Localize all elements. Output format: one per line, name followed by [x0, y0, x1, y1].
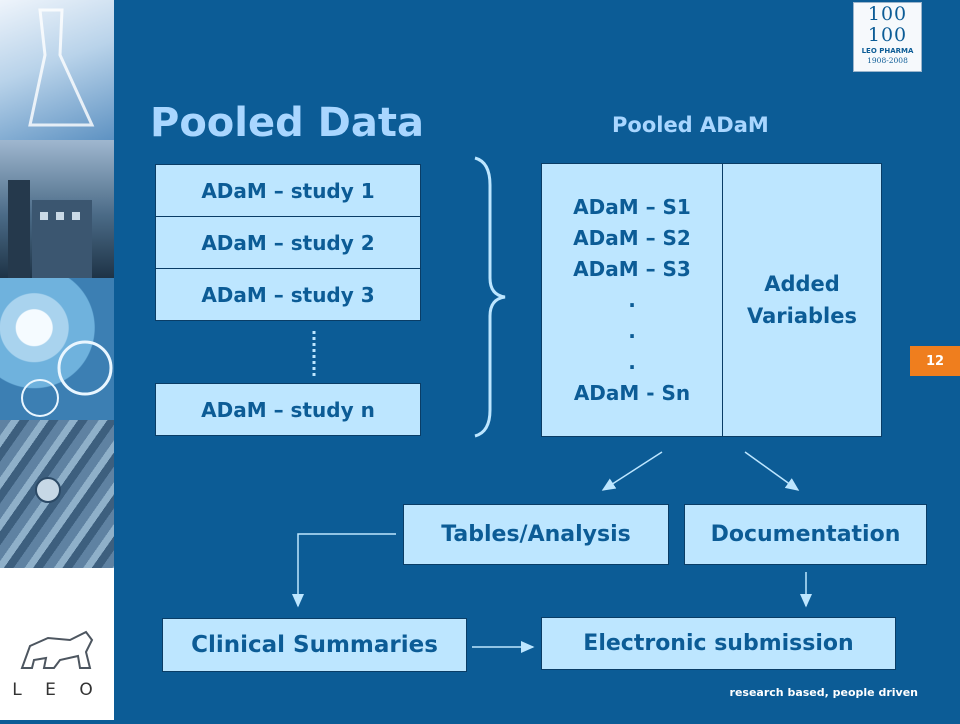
- leo-letters: L E O: [12, 680, 102, 700]
- curly-brace: [474, 156, 506, 438]
- study-box-3: ADaM – study 3: [155, 268, 421, 321]
- lion-icon: [20, 630, 94, 669]
- arrow-to-documentation: [744, 451, 800, 491]
- petri-dish-photo: [0, 278, 114, 420]
- study-box-n: ADaM – study n: [155, 383, 421, 436]
- pooled-line-s1: ADaM – S1: [573, 194, 691, 219]
- building-icon: [8, 180, 92, 278]
- leo-logo: L E O: [0, 568, 114, 720]
- pooled-line-sn: ADaM - Sn: [573, 380, 691, 405]
- anniversary-brand: LEO PHARMA: [861, 47, 914, 55]
- pooled-dot-3: .: [628, 349, 636, 374]
- cell-icon: [35, 477, 61, 503]
- added-variables-line1: Added: [764, 272, 840, 296]
- arrow-tables-to-clinical: [292, 533, 396, 608]
- pooled-adam-heading: Pooled ADaM: [612, 113, 769, 137]
- tagline: research based, people driven: [729, 686, 918, 699]
- left-image-strip: L E O: [0, 0, 114, 720]
- slide-title: Pooled Data: [150, 100, 424, 146]
- petri-dish-icon: [21, 340, 113, 417]
- pooled-dot-1: .: [628, 287, 636, 312]
- anniversary-logo: 100 100 LEO PHARMA 1908-2008: [853, 2, 922, 72]
- arrow-to-tables: [601, 451, 663, 491]
- tables-analysis-box: Tables/Analysis: [403, 504, 669, 565]
- added-variables-line2: Variables: [747, 304, 857, 328]
- flask-icon: [28, 8, 95, 127]
- added-variables-box: Added Variables: [722, 163, 882, 437]
- page-number-badge: 12: [910, 346, 960, 376]
- leo-building-photo: [0, 140, 114, 278]
- anniversary-number: 100: [867, 3, 908, 25]
- study-box-2: ADaM – study 2: [155, 216, 421, 269]
- documentation-box: Documentation: [684, 504, 927, 565]
- pooled-dot-2: .: [628, 318, 636, 343]
- study-box-1: ADaM – study 1: [155, 164, 421, 217]
- anniversary-years: 1908-2008: [867, 56, 908, 65]
- lab-flask-photo: [0, 0, 114, 140]
- anniversary-number-repeat: 100: [867, 24, 908, 46]
- electronic-submission-box: Electronic submission: [541, 617, 896, 670]
- pooled-line-s2: ADaM – S2: [573, 225, 691, 250]
- clinical-summaries-box: Clinical Summaries: [162, 618, 467, 672]
- pooled-line-s3: ADaM – S3: [573, 256, 691, 281]
- pooled-studies-box: ADaM – S1 ADaM – S2 ADaM – S3 . . . ADaM…: [541, 163, 723, 437]
- cell-tissue-photo: [0, 420, 114, 568]
